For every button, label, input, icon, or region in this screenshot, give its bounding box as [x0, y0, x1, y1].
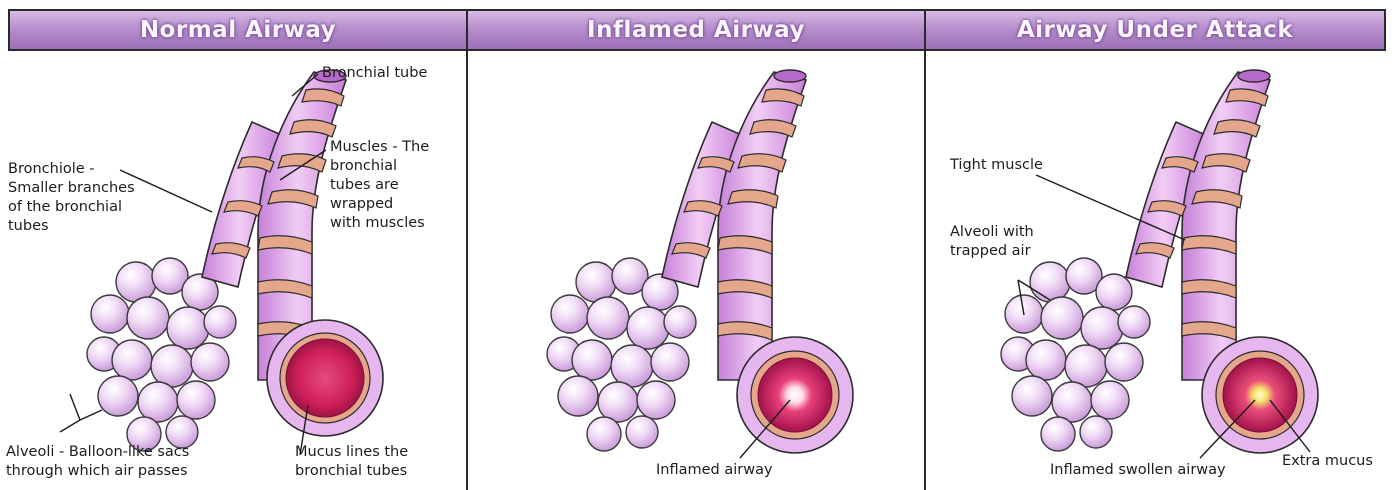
- label-inflamed-airway: Inflamed airway: [656, 461, 773, 480]
- attack-airway-illustration: [1001, 70, 1318, 453]
- label-alveoli-normal: Alveoli - Balloon-like sacs through whic…: [6, 443, 189, 481]
- label-inflamed-swollen: Inflamed swollen airway: [1050, 461, 1226, 480]
- normal-airway-illustration: [87, 70, 383, 451]
- label-bronchiole: Bronchiole - Smaller branches of the bro…: [8, 160, 135, 236]
- label-extra-mucus: Extra mucus: [1282, 452, 1373, 471]
- label-bronchial-tube: Bronchial tube: [322, 64, 427, 83]
- label-tight-muscle: Tight muscle: [950, 156, 1043, 175]
- inflamed-airway-illustration: [547, 70, 853, 453]
- label-alveoli-trapped: Alveoli with trapped air: [950, 223, 1034, 261]
- label-muscles: Muscles - The bronchial tubes are wrappe…: [330, 138, 429, 233]
- label-mucus-lines: Mucus lines the bronchial tubes: [295, 443, 408, 481]
